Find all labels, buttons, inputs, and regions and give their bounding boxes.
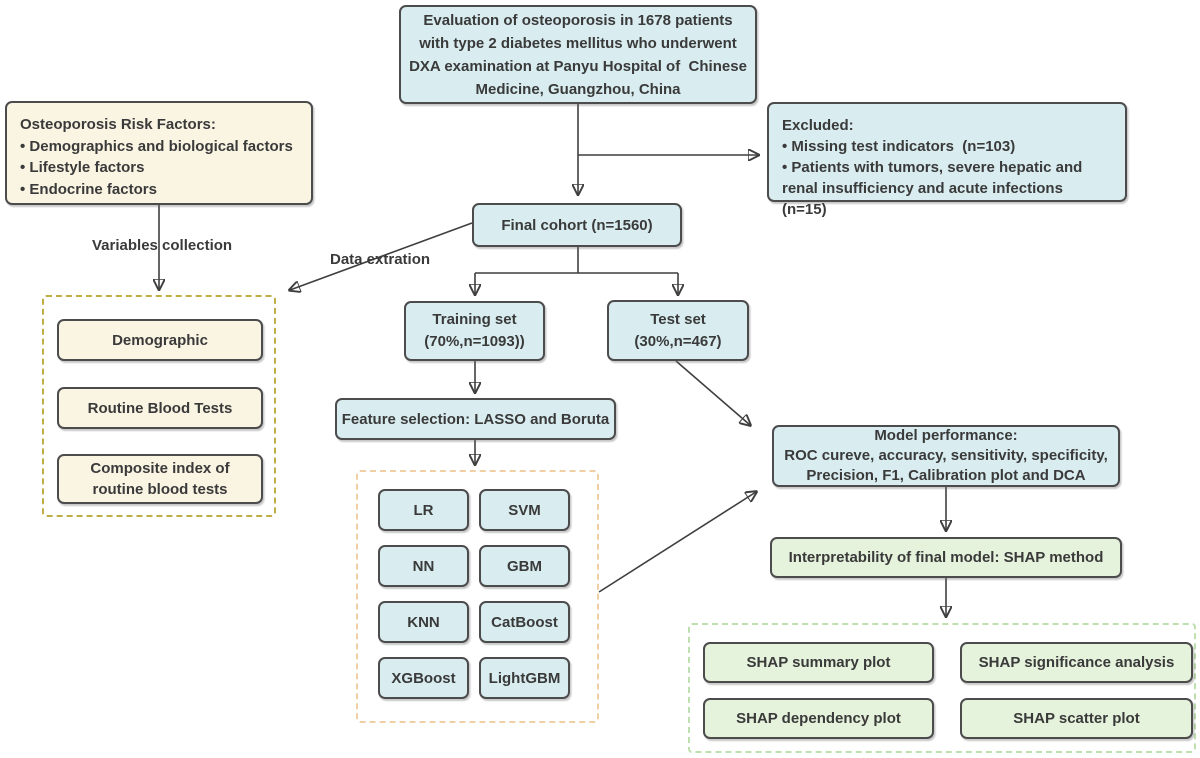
- evaluation-line: Medicine, Guangzhou, China: [475, 80, 681, 98]
- evaluation-line: DXA examination at Panyu Hospital of Chi…: [409, 57, 747, 75]
- models-grid: LR SVM NN GBM KNN CatBoost XGBoost Light…: [356, 470, 599, 723]
- model-box-nn: NN: [378, 545, 469, 587]
- model-label: KNN: [407, 613, 440, 631]
- model-label: NN: [412, 557, 435, 575]
- training-set-line2: (70%,n=1093)): [424, 333, 525, 350]
- shap-output-label: SHAP dependency plot: [736, 710, 901, 727]
- model-performance-line: ROC cureve, accuracy, sensitivity, speci…: [784, 447, 1108, 464]
- arrow-models-to-performance: [598, 492, 756, 593]
- test-set-box: Test set (30%,n=467): [607, 300, 749, 361]
- variables-group-outline: [42, 295, 276, 517]
- model-box-lr: LR: [378, 489, 469, 531]
- variables-collection-label: Variables collection: [92, 237, 233, 254]
- shap-grid: SHAP summary plot SHAP significance anal…: [688, 623, 1196, 753]
- risk-factors-title: Osteoporosis Risk Factors:: [20, 116, 216, 133]
- models-group-outline: [356, 470, 599, 723]
- data-extration-label: Data extration: [330, 251, 431, 268]
- shap-group-outline: [688, 623, 1196, 753]
- shap-output-label: SHAP summary plot: [746, 654, 891, 671]
- excluded-title: Excluded:: [782, 117, 854, 134]
- model-label: GBM: [507, 557, 542, 575]
- final-cohort-box: Final cohort (n=1560): [472, 203, 682, 247]
- shap-output-label: SHAP significance analysis: [978, 654, 1175, 671]
- model-performance-box: Model performance: ROC cureve, accuracy,…: [772, 425, 1120, 487]
- composite-index-label: Composite index of routine blood tests: [90, 460, 234, 498]
- evaluation-line: with type 2 diabetes mellitus who underw…: [419, 34, 737, 52]
- evaluation-line: Evaluation of osteoporosis in 1678 patie…: [423, 11, 733, 29]
- interpretability-label: Interpretability of final model: SHAP me…: [788, 549, 1104, 566]
- routine-blood-tests-label: Routine Blood Tests: [87, 399, 233, 417]
- test-set-line1: Test set: [650, 310, 706, 328]
- interpretability-box: Interpretability of final model: SHAP me…: [770, 537, 1122, 578]
- shap-output-label: SHAP scatter plot: [1013, 710, 1140, 727]
- shap-dependency-plot-box: SHAP dependency plot: [703, 698, 934, 739]
- feature-selection-label: Feature selection: LASSO and Boruta: [341, 410, 610, 428]
- excluded-item: • Patients with tumors, severe hepatic a…: [782, 159, 1087, 218]
- arrow-test-to-performance: [675, 360, 750, 425]
- risk-factors-item: • Lifestyle factors: [20, 159, 145, 176]
- demographic-label: Demographic: [112, 331, 208, 349]
- final-cohort-label: Final cohort (n=1560): [501, 216, 653, 234]
- shap-significance-analysis-box: SHAP significance analysis: [960, 642, 1193, 683]
- composite-index-box: Composite index of routine blood tests: [57, 454, 263, 504]
- training-set-line1: Training set: [432, 311, 517, 328]
- model-label: LR: [413, 501, 434, 519]
- excluded-box: Excluded: • Missing test indicators (n=1…: [767, 102, 1127, 218]
- demographic-box: Demographic: [57, 319, 263, 361]
- excluded-item: • Missing test indicators (n=103): [782, 138, 1016, 155]
- model-box-gbm: GBM: [479, 545, 570, 587]
- training-set-box: Training set (70%,n=1093)): [404, 301, 545, 361]
- model-label: XGBoost: [391, 669, 456, 687]
- model-label: LightGBM: [488, 669, 561, 687]
- shap-summary-plot-box: SHAP summary plot: [703, 642, 934, 683]
- model-box-catboost: CatBoost: [479, 601, 570, 643]
- test-set-line2: (30%,n=467): [634, 332, 722, 350]
- shap-scatter-plot-box: SHAP scatter plot: [960, 698, 1193, 739]
- model-box-svm: SVM: [479, 489, 570, 531]
- feature-selection-box: Feature selection: LASSO and Boruta: [335, 398, 616, 440]
- risk-factors-item: • Demographics and biological factors: [20, 137, 293, 155]
- model-box-knn: KNN: [378, 601, 469, 643]
- model-performance-line: Precision, F1, Calibration plot and DCA: [806, 467, 1086, 484]
- model-label: SVM: [508, 501, 541, 519]
- model-box-lightgbm: LightGBM: [479, 657, 570, 699]
- model-performance-line: Model performance:: [874, 427, 1018, 444]
- evaluation-box: Evaluation of osteoporosis in 1678 patie…: [399, 5, 757, 104]
- model-box-xgboost: XGBoost: [378, 657, 469, 699]
- model-label: CatBoost: [491, 613, 558, 631]
- risk-factors-box: Osteoporosis Risk Factors: • Demographic…: [5, 101, 313, 205]
- risk-factors-item: • Endocrine factors: [20, 180, 157, 198]
- routine-blood-tests-box: Routine Blood Tests: [57, 387, 263, 429]
